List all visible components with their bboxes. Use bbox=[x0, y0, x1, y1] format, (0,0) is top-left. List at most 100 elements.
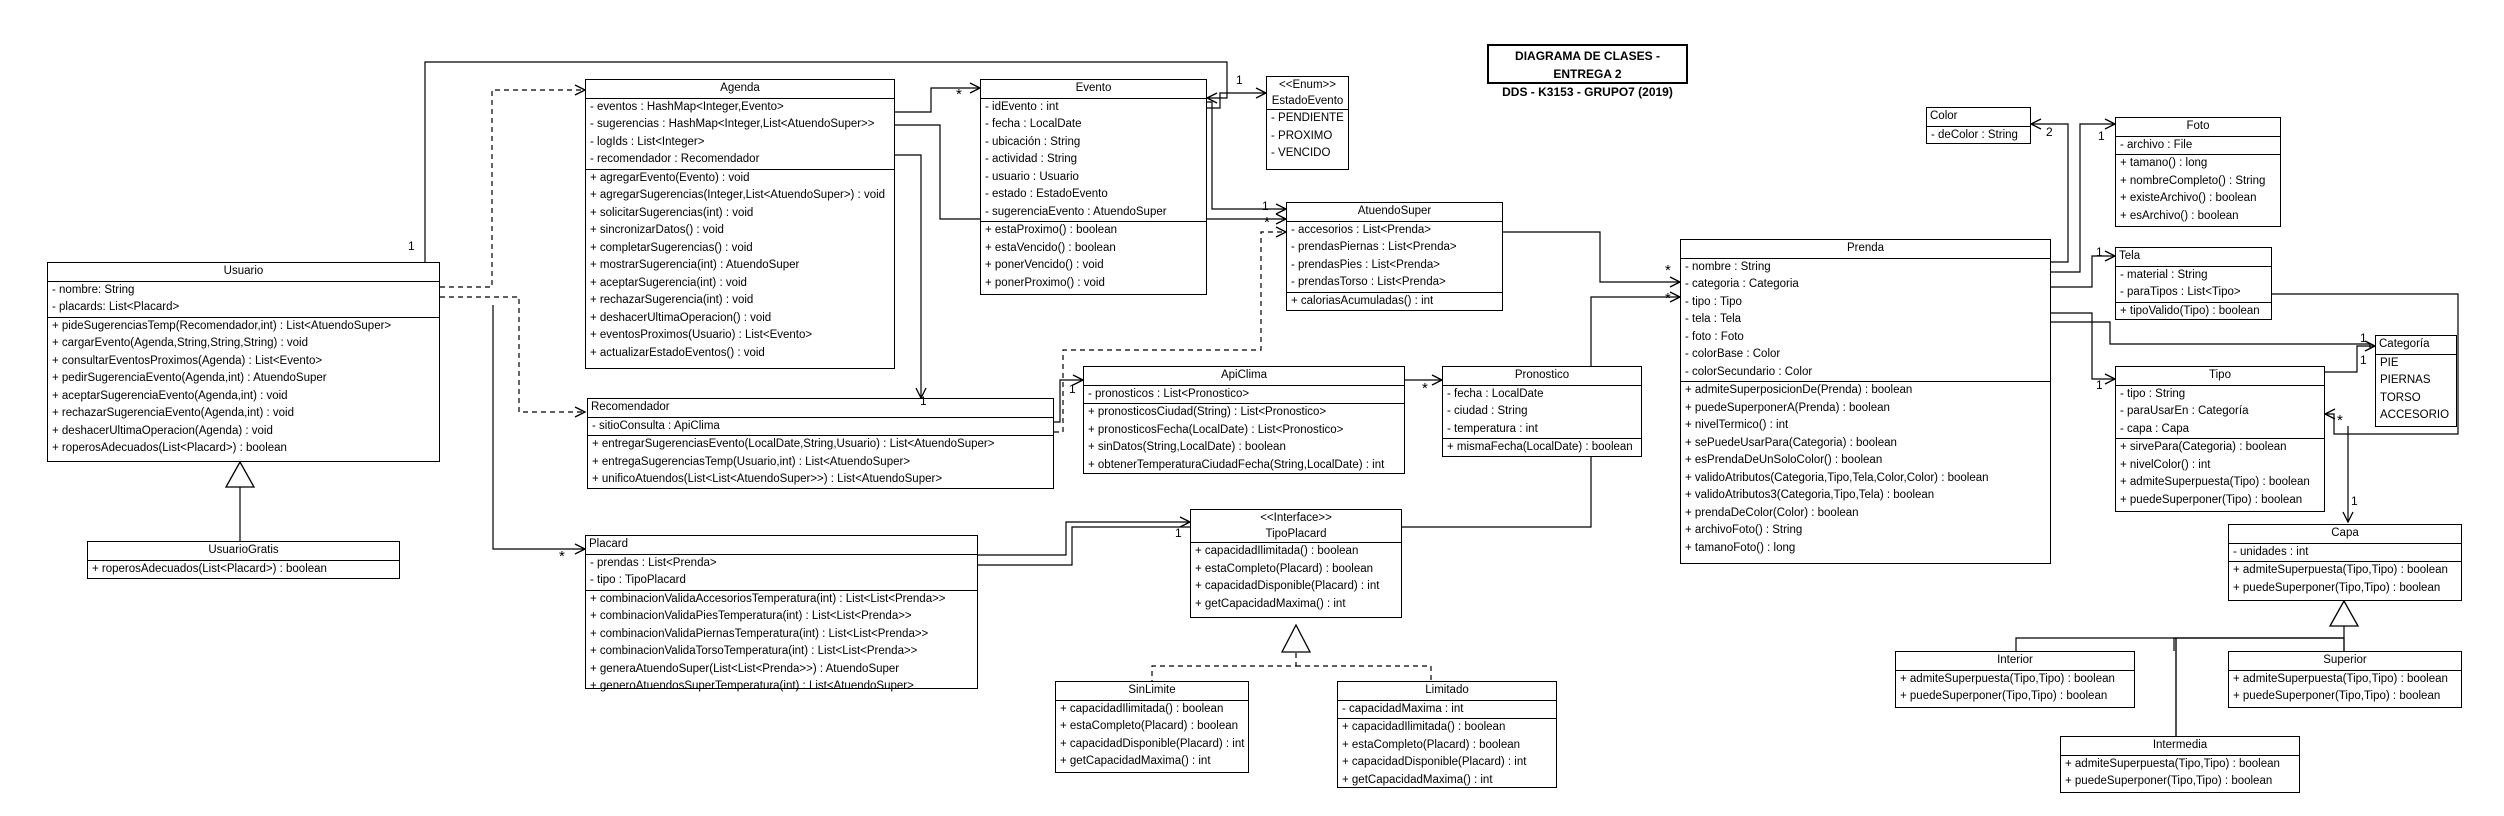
evento-atuendo-association bbox=[1207, 101, 1286, 209]
class-name: Categoría bbox=[2376, 336, 2456, 355]
evento-estado-association bbox=[1207, 93, 1266, 109]
attribute: - sugerenciaEvento : AtuendoSuper bbox=[985, 205, 1167, 218]
attribute: - placards: List<Placard> bbox=[52, 301, 180, 313]
attribute: - foto : Foto bbox=[1685, 330, 1744, 343]
recomendador-apiclima-association bbox=[1054, 380, 1083, 423]
method: + combinacionValidaPiesTemperatura(int) … bbox=[590, 610, 912, 622]
attributes-section: - eventos : HashMap<Integer,Evento> - su… bbox=[586, 99, 894, 170]
prenda-categoria-association bbox=[2051, 321, 2371, 348]
attribute: - tipo : TipoPlacard bbox=[590, 574, 686, 586]
class-pronostico: Pronostico - fecha : LocalDate - ciudad … bbox=[1442, 366, 1642, 457]
class-name: Pronostico bbox=[1443, 367, 1641, 386]
class-limitado: Limitado - capacidadMaxima : int + capac… bbox=[1337, 681, 1557, 788]
method: + admiteSuperposicionDe(Prenda) : boolea… bbox=[1685, 384, 1913, 396]
class-capa: Capa - unidades : int + admiteSuperpuest… bbox=[2228, 524, 2462, 601]
class-name: Capa bbox=[2229, 525, 2461, 544]
method: + caloriasAcumuladas() : int bbox=[1291, 294, 1434, 307]
enum-header: <<Enum>> EstadoEvento bbox=[1267, 77, 1348, 110]
attribute: - paraTipos : List<Tipo> bbox=[2120, 286, 2241, 298]
method: + combinacionValidaTorsoTemperatura(int)… bbox=[590, 645, 918, 657]
method: + roperosAdecuados(List<Placard>) : bool… bbox=[92, 562, 327, 575]
class-name: Tipo bbox=[2116, 367, 2324, 386]
attribute: - estado : EstadoEvento bbox=[985, 188, 1108, 200]
enum-value: - VENCIDO bbox=[1271, 147, 1331, 159]
method: + rechazarSugerencia(int) : void bbox=[590, 294, 754, 306]
method: + actualizarEstadoEventos() : void bbox=[590, 346, 765, 359]
class-name: Superior bbox=[2229, 652, 2461, 671]
methods-section: + agregarEvento(Evento) : void + agregar… bbox=[586, 170, 894, 363]
attribute: - pronosticos : List<Pronostico> bbox=[1088, 387, 1250, 400]
multiplicity-label: 1 bbox=[920, 394, 927, 408]
attribute: - tipo : String bbox=[2120, 387, 2186, 400]
usuario-triangle bbox=[224, 460, 256, 488]
atuendo-prenda-association bbox=[1503, 231, 1680, 282]
attributes-section: - sitioConsulta : ApiClima bbox=[588, 418, 1053, 436]
attributes-section: - unidades : int bbox=[2229, 544, 2461, 562]
attribute: - ubicación : String bbox=[985, 135, 1081, 148]
method: + capacidadDisponible(Placard) : int bbox=[1195, 580, 1380, 592]
methods-section: + capacidadIlimitada() : boolean + estaC… bbox=[1338, 719, 1556, 789]
capa-triangle bbox=[2328, 599, 2360, 627]
methods-section: + admiteSuperposicionDe(Prenda) : boolea… bbox=[1681, 382, 2050, 557]
method: + ponerProximo() : void bbox=[985, 276, 1105, 289]
attribute: - unidades : int bbox=[2233, 545, 2309, 558]
class-name: Interior bbox=[1896, 652, 2134, 671]
usuario-placard-association bbox=[492, 305, 585, 549]
attributes-section: - capacidadMaxima : int bbox=[1338, 701, 1556, 719]
method: + esPrendaDeUnSoloColor() : boolean bbox=[1685, 454, 1883, 466]
multiplicity-label: 1 bbox=[1069, 382, 1076, 396]
methods-section: + tipoValido(Tipo) : boolean bbox=[2116, 303, 2271, 321]
attributes-section: - pronosticos : List<Pronostico> bbox=[1084, 386, 1404, 404]
methods-section: + admiteSuperpuesta(Tipo,Tipo) : boolean… bbox=[2229, 562, 2461, 597]
method: + consultarEventosProximos(Agenda) : Lis… bbox=[52, 354, 323, 367]
enum-value: - PENDIENTE bbox=[1271, 112, 1344, 124]
method: + sePuedeUsarPara(Categoria) : boolean bbox=[1685, 436, 1897, 449]
method: + generoAtuendosSuperTemperatura(int) : … bbox=[590, 680, 914, 692]
multiplicity-label: 2 bbox=[2046, 125, 2053, 139]
method: + deshacerUltimaOperacion(Agenda) : void bbox=[52, 424, 273, 437]
multiplicity-label: 1 bbox=[2096, 378, 2103, 392]
class-name: Foto bbox=[2116, 118, 2280, 137]
attribute: - eventos : HashMap<Integer,Evento> bbox=[590, 100, 784, 113]
class-name: EstadoEvento bbox=[1271, 95, 1344, 107]
class-usuario: Usuario - nombre: String - placards: Lis… bbox=[47, 262, 440, 462]
method: + puedeSuperponer(Tipo,Tipo) : boolean bbox=[2233, 581, 2441, 594]
interface-header: <<Interface>> TipoPlacard bbox=[1191, 510, 1401, 543]
attribute: - paraUsarEn : Categoría bbox=[2120, 405, 2249, 417]
method: + mismaFecha(LocalDate) : boolean bbox=[1447, 441, 1633, 453]
method: + capacidadIlimitada() : boolean bbox=[1195, 545, 1359, 557]
methods-section: + admiteSuperpuesta(Tipo,Tipo) : boolean… bbox=[2061, 756, 2299, 791]
class-name: Prenda bbox=[1681, 240, 2050, 259]
method: + esArchivo() : boolean bbox=[2120, 209, 2239, 222]
method: + sincronizarDatos() : void bbox=[590, 224, 724, 236]
enum-values: - PENDIENTE - PROXIMO - VENCIDO bbox=[1267, 110, 1348, 163]
method: + puedeSuperponer(Tipo,Tipo) : boolean bbox=[2065, 775, 2273, 787]
class-name: Usuario bbox=[48, 263, 439, 282]
class-tela: Tela - material : String - paraTipos : L… bbox=[2115, 247, 2272, 320]
method: + estaCompleto(Placard) : boolean bbox=[1060, 720, 1239, 732]
enum-value: ACCESORIO bbox=[2380, 409, 2450, 421]
class-atuendo-super: AtuendoSuper - accesorios : List<Prenda>… bbox=[1286, 202, 1503, 311]
methods-section: + pronosticosCiudad(String) : List<Prono… bbox=[1084, 404, 1404, 474]
diagram-title-line1: DIAGRAMA DE CLASES - ENTREGA 2 bbox=[1515, 49, 1660, 81]
class-name: SinLimite bbox=[1056, 682, 1248, 701]
method: + obtenerTemperaturaCiudadFecha(String,L… bbox=[1088, 458, 1385, 471]
attribute: - prendas : List<Prenda> bbox=[590, 556, 717, 569]
class-name: Agenda bbox=[586, 80, 894, 99]
enum-estado-evento: <<Enum>> EstadoEvento - PENDIENTE - PROX… bbox=[1266, 76, 1349, 170]
attribute: - recomendador : Recomendador bbox=[590, 153, 760, 165]
usuario-agenda-dependency bbox=[440, 90, 585, 288]
attribute: - capa : Capa bbox=[2120, 422, 2190, 435]
class-usuario-gratis: UsuarioGratis + roperosAdecuados(List<Pl… bbox=[87, 541, 400, 579]
attribute: - idEvento : int bbox=[985, 100, 1059, 113]
method: + estaCompleto(Placard) : boolean bbox=[1342, 738, 1521, 751]
method: + getCapacidadMaxima() : int bbox=[1195, 597, 1346, 610]
method: + prendaDeColor(Color) : boolean bbox=[1685, 506, 1859, 519]
method: + nombreCompleto() : String bbox=[2120, 174, 2266, 187]
attributes-section: - archivo : File bbox=[2116, 137, 2280, 155]
method: + capacidadIlimitada() : boolean bbox=[1060, 702, 1224, 715]
attributes-section: - material : String - paraTipos : List<T… bbox=[2116, 267, 2271, 303]
multiplicity-label: * bbox=[1665, 290, 1671, 307]
attribute: - capacidadMaxima : int bbox=[1342, 702, 1464, 715]
multiplicity-label: 1 bbox=[1236, 73, 1243, 87]
